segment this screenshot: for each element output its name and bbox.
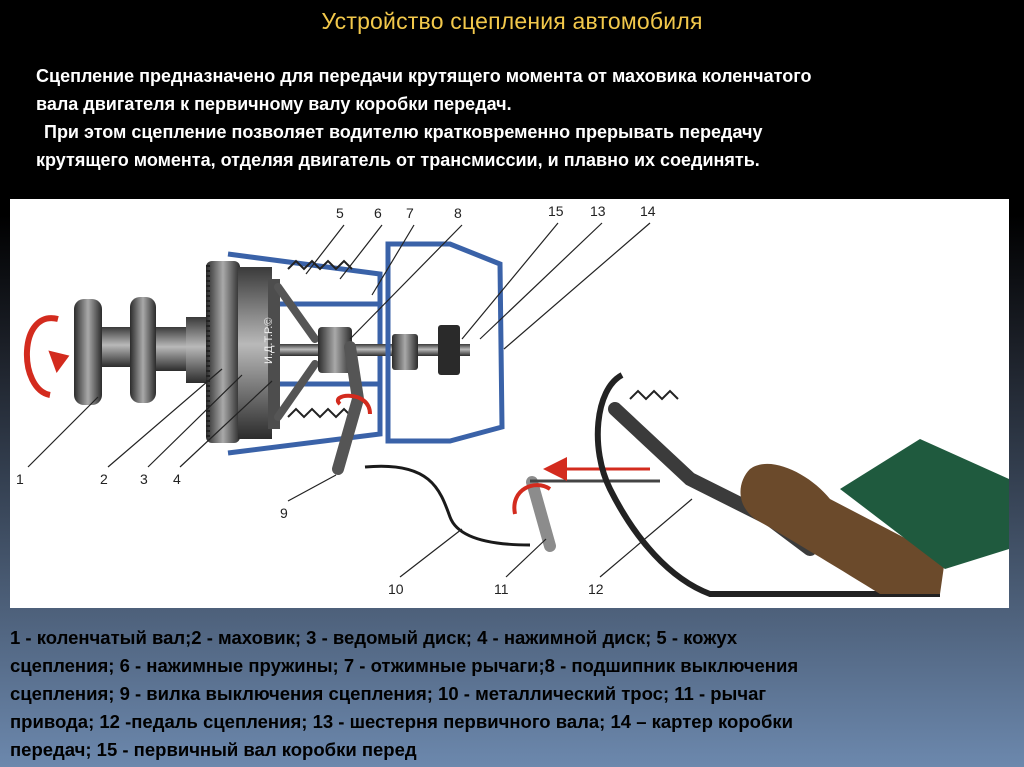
legend-line: 1 - коленчатый вал;2 - маховик; 3 - ведо… <box>10 624 1010 652</box>
intro-line: При этом сцепление позволяет водителю кр… <box>36 118 1016 146</box>
callout-number: 4 <box>173 471 181 487</box>
callout-number: 14 <box>640 203 656 219</box>
cable-part <box>365 466 530 545</box>
callout-number: 7 <box>406 205 414 221</box>
intro-line: крутящего момента, отделяя двигатель от … <box>36 146 1016 174</box>
flywheel-marking: И.Д.Т.Р.© <box>263 318 275 364</box>
callout-number: 15 <box>548 203 564 219</box>
drive-lever-part <box>532 482 550 546</box>
parts-legend: 1 - коленчатый вал;2 - маховик; 3 - ведо… <box>10 624 1010 764</box>
callout-number: 2 <box>100 471 108 487</box>
callout-number: 6 <box>374 205 382 221</box>
rotation-arrowhead-icon <box>48 344 73 373</box>
release-lever-part <box>278 287 315 339</box>
pedal-spring-part <box>630 391 678 399</box>
pressure-springs-part <box>288 409 352 417</box>
intro-text: Сцепление предназначено для передачи кру… <box>36 62 1016 174</box>
callout-number: 1 <box>16 471 24 487</box>
crankshaft-part <box>74 297 210 405</box>
callout-number: 9 <box>280 505 288 521</box>
input-shaft-gear-part <box>392 334 418 370</box>
clutch-diagram-drawing: И.Д.Т.Р.© <box>10 199 1009 608</box>
callout-number: 12 <box>588 581 604 597</box>
callout-number: 10 <box>388 581 404 597</box>
callout-number: 11 <box>494 581 509 597</box>
legend-line: сцепления; 9 - вилка выключения сцеплени… <box>10 680 1010 708</box>
intro-line: Сцепление предназначено для передачи кру… <box>36 62 1016 90</box>
callout-number: 13 <box>590 203 606 219</box>
slide-title: Устройство сцепления автомобиля <box>0 8 1024 35</box>
legend-line: сцепления; 6 - нажимные пружины; 7 - отж… <box>10 652 1010 680</box>
intro-line: вала двигателя к первичному валу коробки… <box>36 90 1016 118</box>
legend-line: передач; 15 - первичный вал коробки пере… <box>10 736 1010 764</box>
gearbox-gear-part <box>438 325 460 375</box>
legend-line: привода; 12 -педаль сцепления; 13 - шест… <box>10 708 1010 736</box>
callout-number: 3 <box>140 471 148 487</box>
callout-number: 8 <box>454 205 462 221</box>
clutch-diagram: И.Д.Т.Р.© <box>10 199 1009 608</box>
callout-number: 5 <box>336 205 344 221</box>
